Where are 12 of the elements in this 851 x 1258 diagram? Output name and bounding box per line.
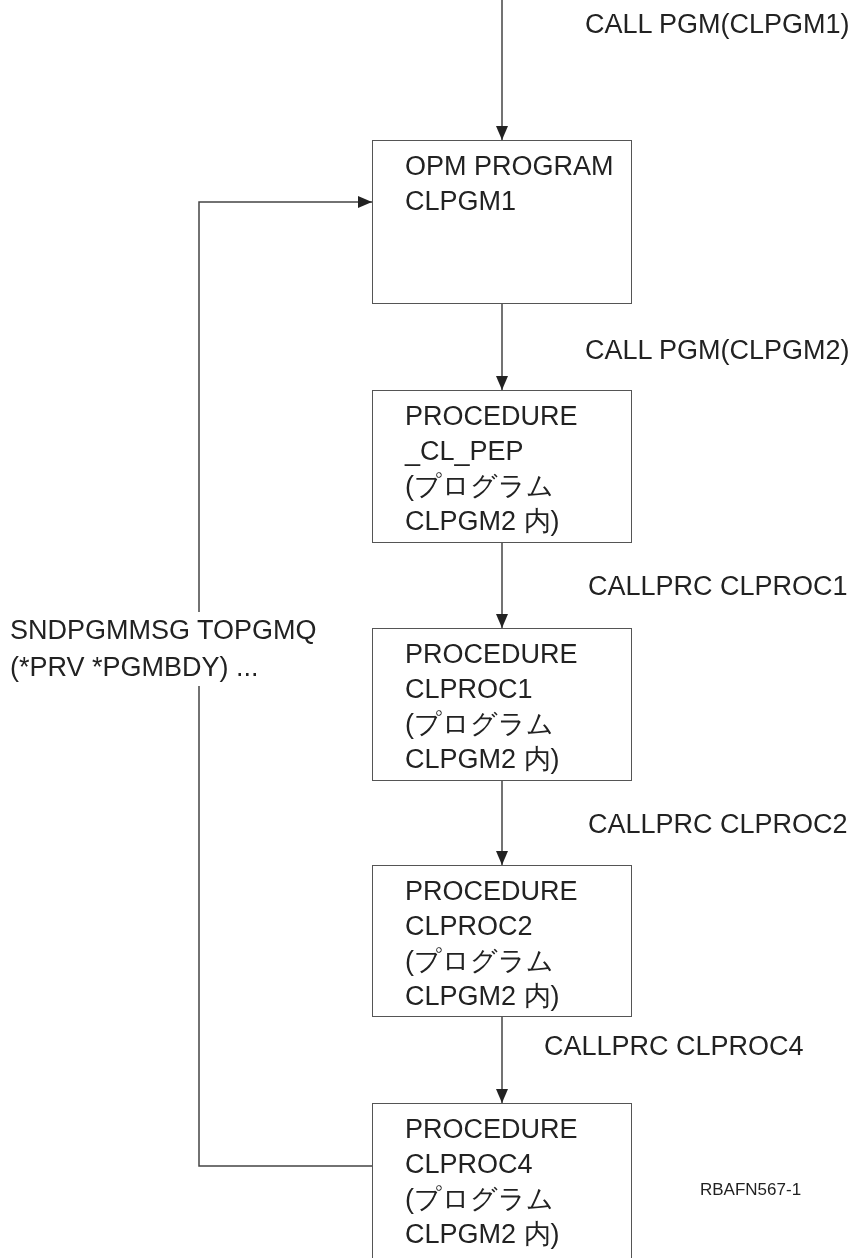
process-box: OPM PROGRAM CLPGM1 <box>372 140 632 304</box>
process-box: PROCEDURE CLPROC1 (プログラム CLPGM2 内) <box>372 628 632 781</box>
process-box: PROCEDURE _CL_PEP (プログラム CLPGM2 内) <box>372 390 632 543</box>
process-box: PROCEDURE CLPROC4 (プログラム CLPGM2 内) <box>372 1103 632 1258</box>
arrow <box>496 0 508 141</box>
arrow <box>496 542 508 629</box>
arrow <box>496 780 508 866</box>
arrow <box>496 1016 508 1104</box>
process-box: PROCEDURE CLPROC2 (プログラム CLPGM2 内) <box>372 865 632 1017</box>
arrow <box>198 196 373 1167</box>
figure-id: RBAFN567-1 <box>700 1180 802 1200</box>
arrow <box>496 303 508 391</box>
